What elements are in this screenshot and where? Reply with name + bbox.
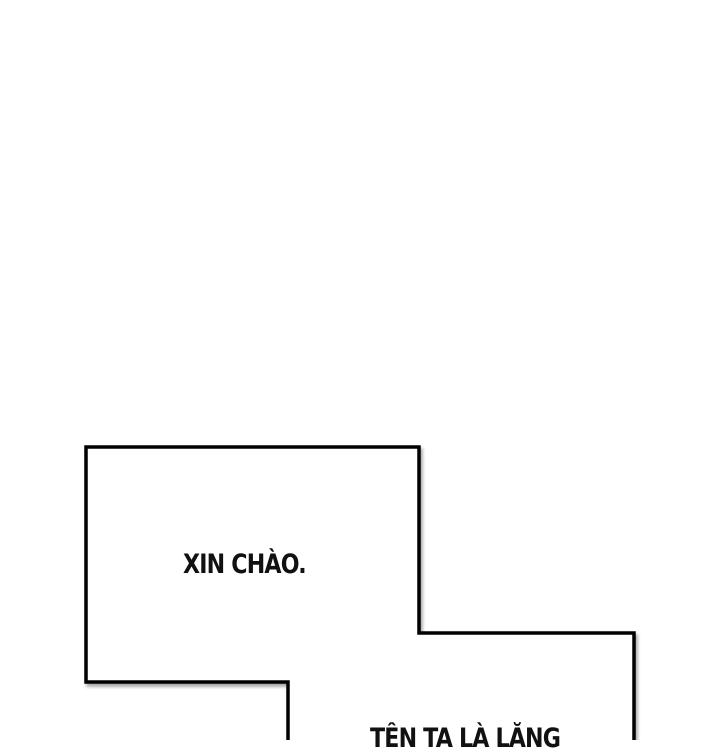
dialogue-line-name: TÊN TA LÀ LĂNG bbox=[370, 723, 561, 754]
speech-box-outline bbox=[84, 445, 636, 740]
dialogue-line-greeting: XIN CHÀO. bbox=[183, 549, 307, 580]
